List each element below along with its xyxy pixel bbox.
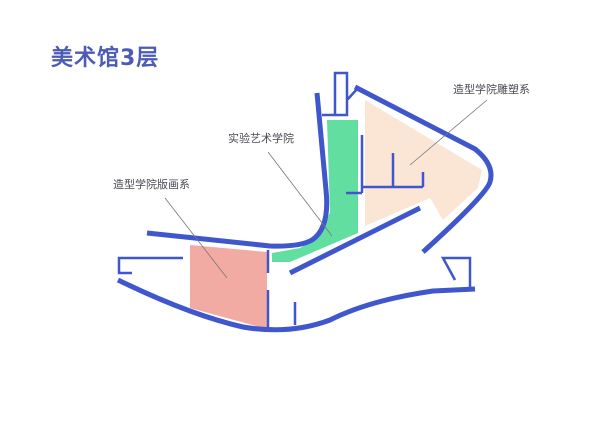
wall-left-stub [117, 256, 183, 275]
page-title: 美术馆3层 [51, 46, 160, 71]
wall-right-stub [440, 256, 472, 289]
leader-sculpture [409, 99, 488, 166]
label-experimental-art: 实验艺术学院 [228, 131, 294, 145]
leader-experimental-art [267, 151, 333, 237]
wall-inner-diagonal [288, 205, 422, 276]
wall-center-verticals [266, 250, 297, 330]
wall-center-left [146, 92, 330, 249]
room-experimental-art[interactable] [272, 120, 358, 262]
wall-outer-right [353, 84, 494, 254]
wall-tower [322, 71, 359, 117]
wall-interior-sculpture [346, 135, 425, 195]
label-printmaking: 造型学院版画系 [113, 177, 190, 191]
leader-printmaking [164, 197, 228, 279]
room-printmaking[interactable] [190, 245, 267, 329]
label-sculpture: 造型学院雕塑系 [453, 82, 530, 96]
wall-bottom [116, 277, 476, 333]
room-sculpture[interactable] [365, 100, 482, 226]
